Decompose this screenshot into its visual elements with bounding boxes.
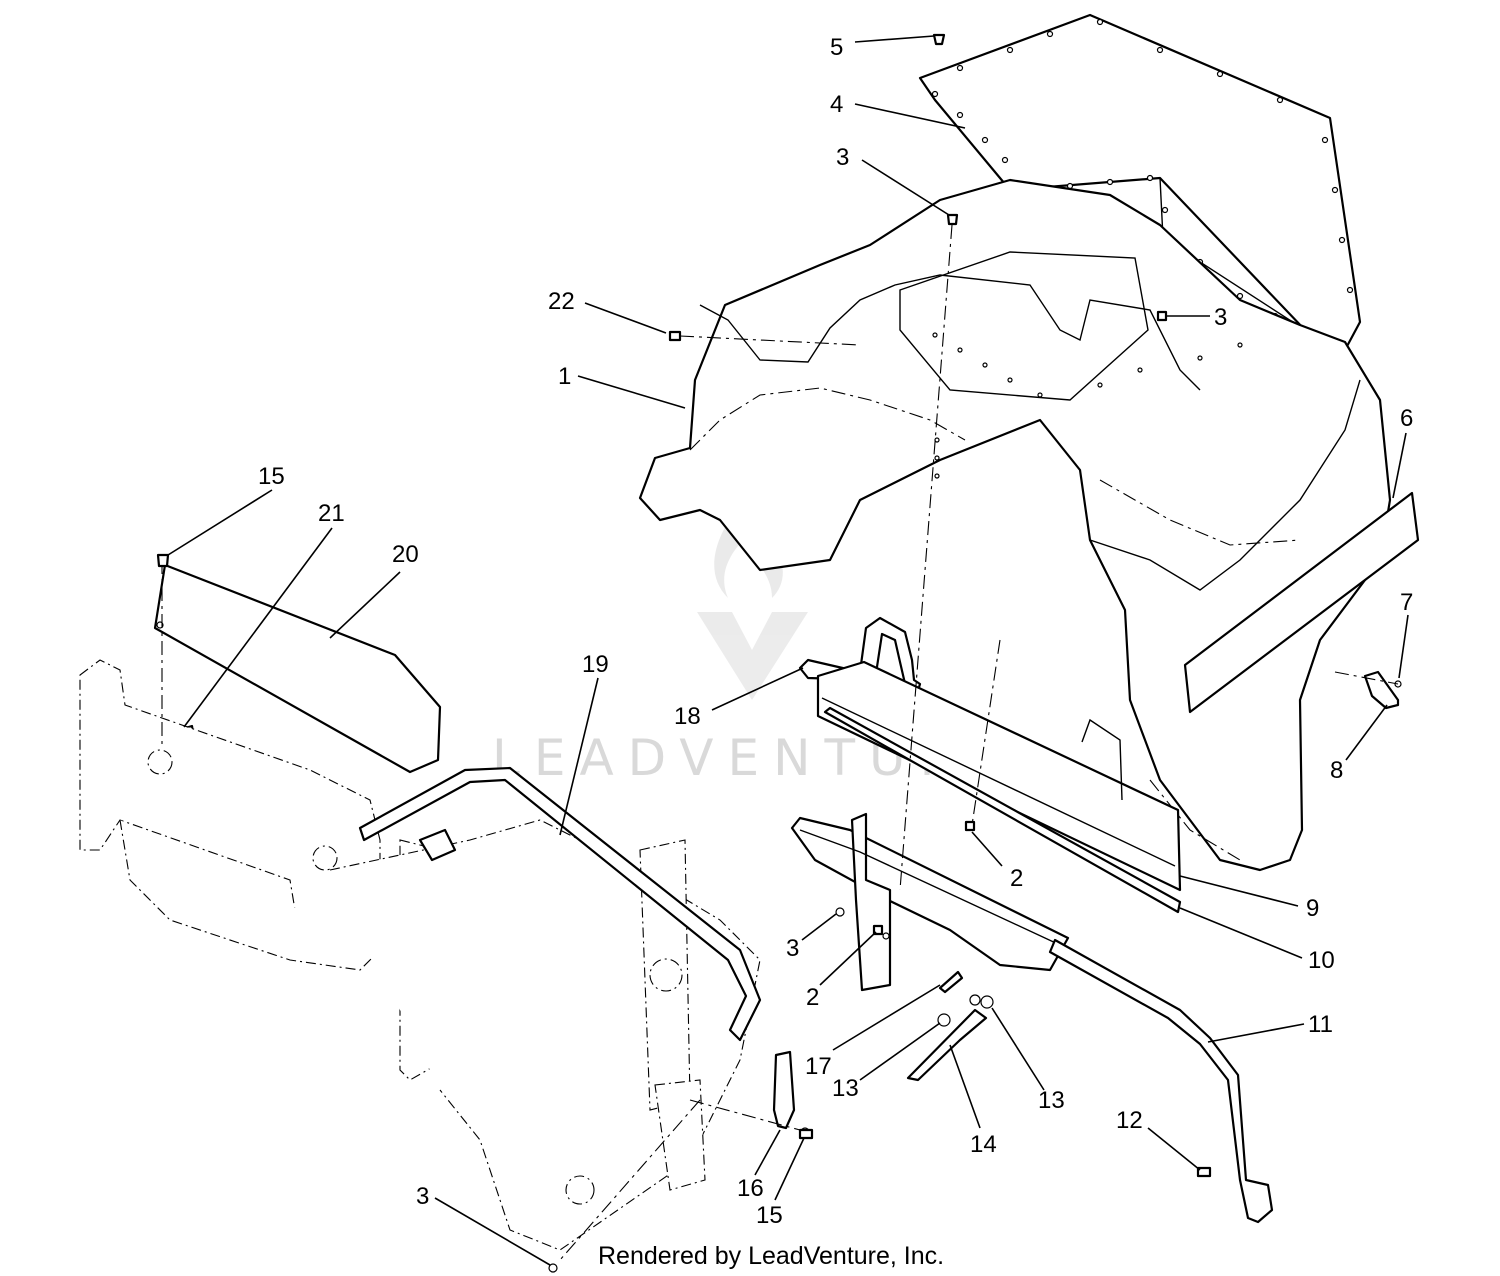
chassis-frame-reference <box>79 659 761 1251</box>
callout-18: 18 <box>674 703 701 730</box>
part-14-lever <box>906 970 994 1082</box>
part-17-pin <box>938 970 964 994</box>
callout-9: 9 <box>1306 895 1319 922</box>
callout-17: 17 <box>805 1053 832 1080</box>
callout-10: 10 <box>1308 947 1335 974</box>
part-13-washer <box>980 995 994 1009</box>
part-9-rear-panel <box>816 660 1182 892</box>
callout-15: 15 <box>258 463 285 490</box>
callout-4: 4 <box>830 91 843 118</box>
callout-14: 14 <box>970 1131 997 1158</box>
assembly-line <box>971 639 1001 826</box>
part-10-trim-rod <box>823 706 1182 914</box>
callout-2: 2 <box>806 984 819 1011</box>
callout-13: 13 <box>832 1075 859 1102</box>
callout-16: 16 <box>737 1175 764 1202</box>
callout-11: 11 <box>1308 1011 1333 1038</box>
part-8-bracket <box>1334 670 1402 710</box>
callout-12: 12 <box>1116 1107 1143 1134</box>
callout-19: 19 <box>582 651 609 678</box>
callout-8: 8 <box>1330 757 1343 784</box>
callout-2: 2 <box>1010 865 1023 892</box>
callout-7: 7 <box>1400 589 1413 616</box>
part-16-latch <box>772 1050 810 1137</box>
callout-15: 15 <box>756 1202 783 1229</box>
part-13-washer <box>937 1013 951 1027</box>
assembly-line <box>679 335 861 346</box>
footer-credit: Rendered by LeadVenture, Inc. <box>598 1242 944 1270</box>
callout-1: 1 <box>558 363 571 390</box>
callout-3: 3 <box>786 935 799 962</box>
assembly-line <box>689 1099 801 1131</box>
fasteners <box>156 33 1212 1273</box>
assembly-line <box>899 224 953 891</box>
callout-13: 13 <box>1038 1087 1065 1114</box>
callout-labels: 5 4 3 22 3 1 6 15 21 20 19 7 18 8 2 9 3 … <box>258 34 1413 1229</box>
callout-20: 20 <box>392 541 419 568</box>
part-6-decal <box>1183 491 1420 714</box>
callout-22: 22 <box>548 288 575 315</box>
callout-21: 21 <box>318 500 345 527</box>
leader-lines <box>167 35 1409 1266</box>
part-19-rail <box>358 766 762 1042</box>
callout-6: 6 <box>1400 405 1413 432</box>
part-11-hitch-bar <box>1048 938 1274 1224</box>
callout-3: 3 <box>416 1183 429 1210</box>
callout-5: 5 <box>830 34 843 61</box>
assembly-line <box>559 1099 701 1261</box>
lower-rear-bracket <box>790 812 1070 992</box>
callout-3: 3 <box>836 144 849 171</box>
callout-3: 3 <box>1214 304 1227 331</box>
